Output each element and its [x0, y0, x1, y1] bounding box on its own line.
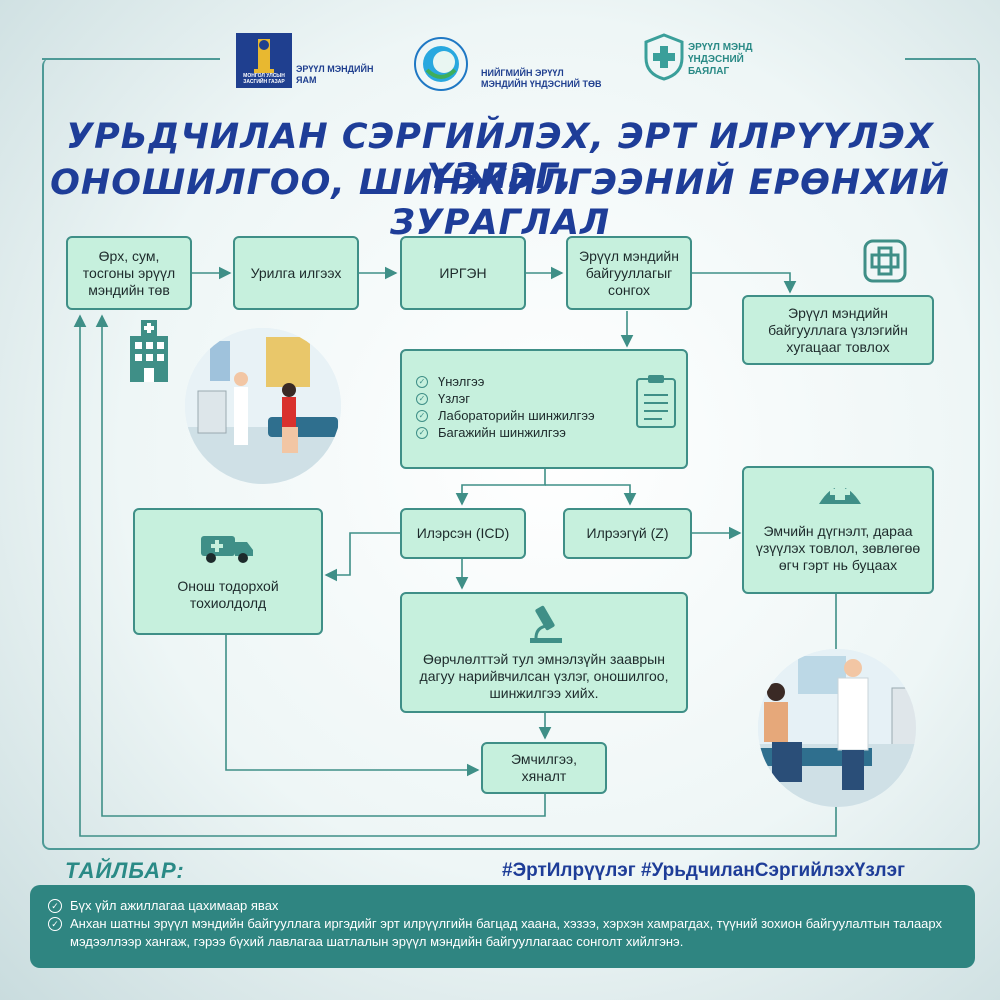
check-icon: ✓ [416, 427, 428, 439]
list-item: ✓Үзлэг [416, 390, 672, 407]
frame-edge [42, 58, 220, 60]
check-icon: ✓ [416, 376, 428, 388]
node-treatment: Эмчилгээ, хяналт [481, 742, 607, 794]
ministry-logo: МОНГОЛ УЛСЫН ЗАСГИЙН ГАЗАР [236, 33, 292, 88]
medical-cross-icon [863, 239, 907, 283]
legend-heading: ТАЙЛБАР: [65, 858, 185, 883]
clipboard-icon [636, 375, 676, 428]
list-item: ✓Багажийн шинжилгээ [416, 424, 672, 441]
node-citizen: ИРГЭН [400, 236, 526, 310]
hashtags: #ЭртИлрүүлэг #УрьдчиланСэргийлэхҮзлэг [502, 860, 906, 881]
check-icon: ✓ [416, 410, 428, 422]
legend-item: ✓Анхан шатны эрүүл мэндийн байгууллага и… [48, 915, 955, 951]
legend-item: ✓Бүх үйл ажиллагаа цахимаар явах [48, 897, 955, 915]
node-detailed-exam: Өөрчлөлттэй тул эмнэлзүйн зааврын дагуу … [400, 592, 688, 713]
check-icon: ✓ [48, 917, 62, 931]
node-not-detected: Илрээгүй (Z) [563, 508, 692, 559]
doctor-consultation-illustration [185, 328, 341, 484]
node-detected: Илэрсэн (ICD) [400, 508, 526, 559]
node-doctor-assessment: Эмчийн дүгнэлт, дараа үзүүлэх товлол, зө… [742, 466, 934, 594]
node-schedule: Эрүүл мэндийн байгууллага үзлэгийн хугац… [742, 295, 934, 365]
check-icon: ✓ [416, 393, 428, 405]
doctor-patient-illustration [758, 649, 916, 807]
legend-box: ✓Бүх үйл ажиллагаа цахимаар явах ✓Анхан … [30, 885, 975, 968]
center-logo-icon [414, 37, 468, 91]
frame-edge [905, 58, 976, 60]
ambulance-icon [201, 536, 253, 563]
hospital-building-icon [130, 320, 168, 382]
node-choose-org: Эрүүл мэндийн байгууллагыг сонгох [566, 236, 692, 310]
shield-cross-icon [644, 33, 684, 81]
outer-frame [42, 58, 980, 850]
wealth-name: ЭРҮҮЛ МЭНД ҮНДЭСНИЙ БАЯЛАГ [688, 42, 753, 77]
title-line-1: УРЬДЧИЛАН СЭРГИЙЛЭХ, ЭРТ ИЛРҮҮЛЭХ ҮЗЛЭГ, [66, 117, 934, 197]
ministry-emblem-text: МОНГОЛ УЛСЫН ЗАСГИЙН ГАЗАР [243, 73, 285, 85]
list-item: ✓Лабораторийн шинжилгээ [416, 407, 672, 424]
microscope-icon [530, 605, 562, 643]
nurse-cap-icon [819, 484, 861, 504]
node-invitation: Урилга илгээх [233, 236, 359, 310]
check-icon: ✓ [48, 899, 62, 913]
soyombo-emblem-icon [254, 39, 274, 73]
ministry-name: ЭРҮҮЛ МЭНДИЙН ЯАМ [296, 64, 374, 85]
center-name: НИЙГМИЙН ЭРҮҮЛ МЭНДИЙН ҮНДЭСНИЙ ТӨВ [481, 68, 602, 89]
list-item: ✓Үнэлгээ [416, 373, 672, 390]
node-health-center: Өрх, сум, тосгоны эрүүл мэндийн төв [66, 236, 192, 310]
node-assessment-list: ✓Үнэлгээ ✓Үзлэг ✓Лабораторийн шинжилгээ … [400, 349, 688, 469]
node-diagnosed-case: Онош тодорхой тохиолдолд [133, 508, 323, 635]
